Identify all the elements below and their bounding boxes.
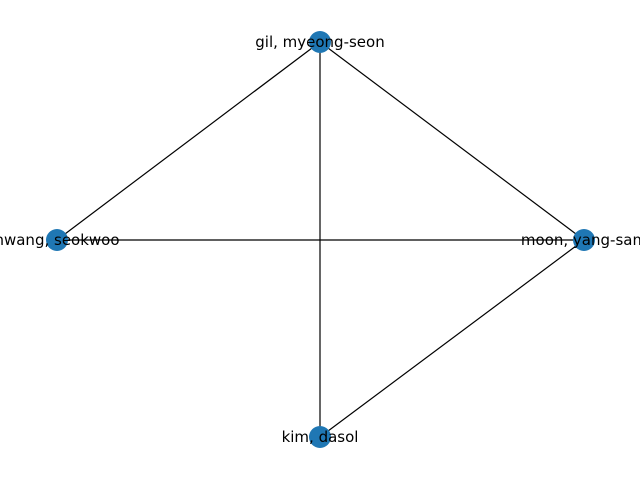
node-label-gil: gil, myeong-seon xyxy=(255,33,384,51)
nodes-layer xyxy=(46,31,595,448)
edge-moon-kim xyxy=(319,239,585,438)
node-label-moon: moon, yang-sam xyxy=(521,231,640,249)
node-label-hwang: hwang, seokwoo xyxy=(0,231,120,249)
node-kim xyxy=(309,426,331,448)
edge-gil-hwang xyxy=(56,41,321,241)
node-label-kim: kim, dasol xyxy=(282,428,359,446)
node-gil xyxy=(309,31,331,53)
node-hwang xyxy=(46,229,68,251)
edges-layer xyxy=(56,41,585,438)
labels-layer: gil, myeong-seon hwang, seokwoo moon, yang… xyxy=(0,33,640,446)
node-moon xyxy=(573,229,595,251)
edge-gil-moon xyxy=(319,41,585,241)
